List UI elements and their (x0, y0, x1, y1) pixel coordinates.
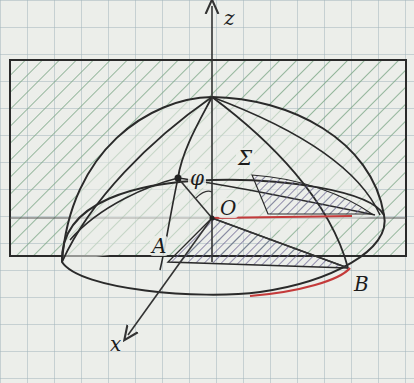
axis-label: z (222, 8, 237, 28)
axis-label: A (150, 236, 168, 256)
z-axis (211, 6, 213, 262)
axis-label: O (218, 198, 238, 218)
axis-label: x (108, 334, 123, 354)
x-axis (128, 218, 212, 335)
axis-label: Σ (236, 148, 254, 168)
axis-label: φ (188, 168, 206, 188)
axis-label: B (352, 274, 371, 294)
